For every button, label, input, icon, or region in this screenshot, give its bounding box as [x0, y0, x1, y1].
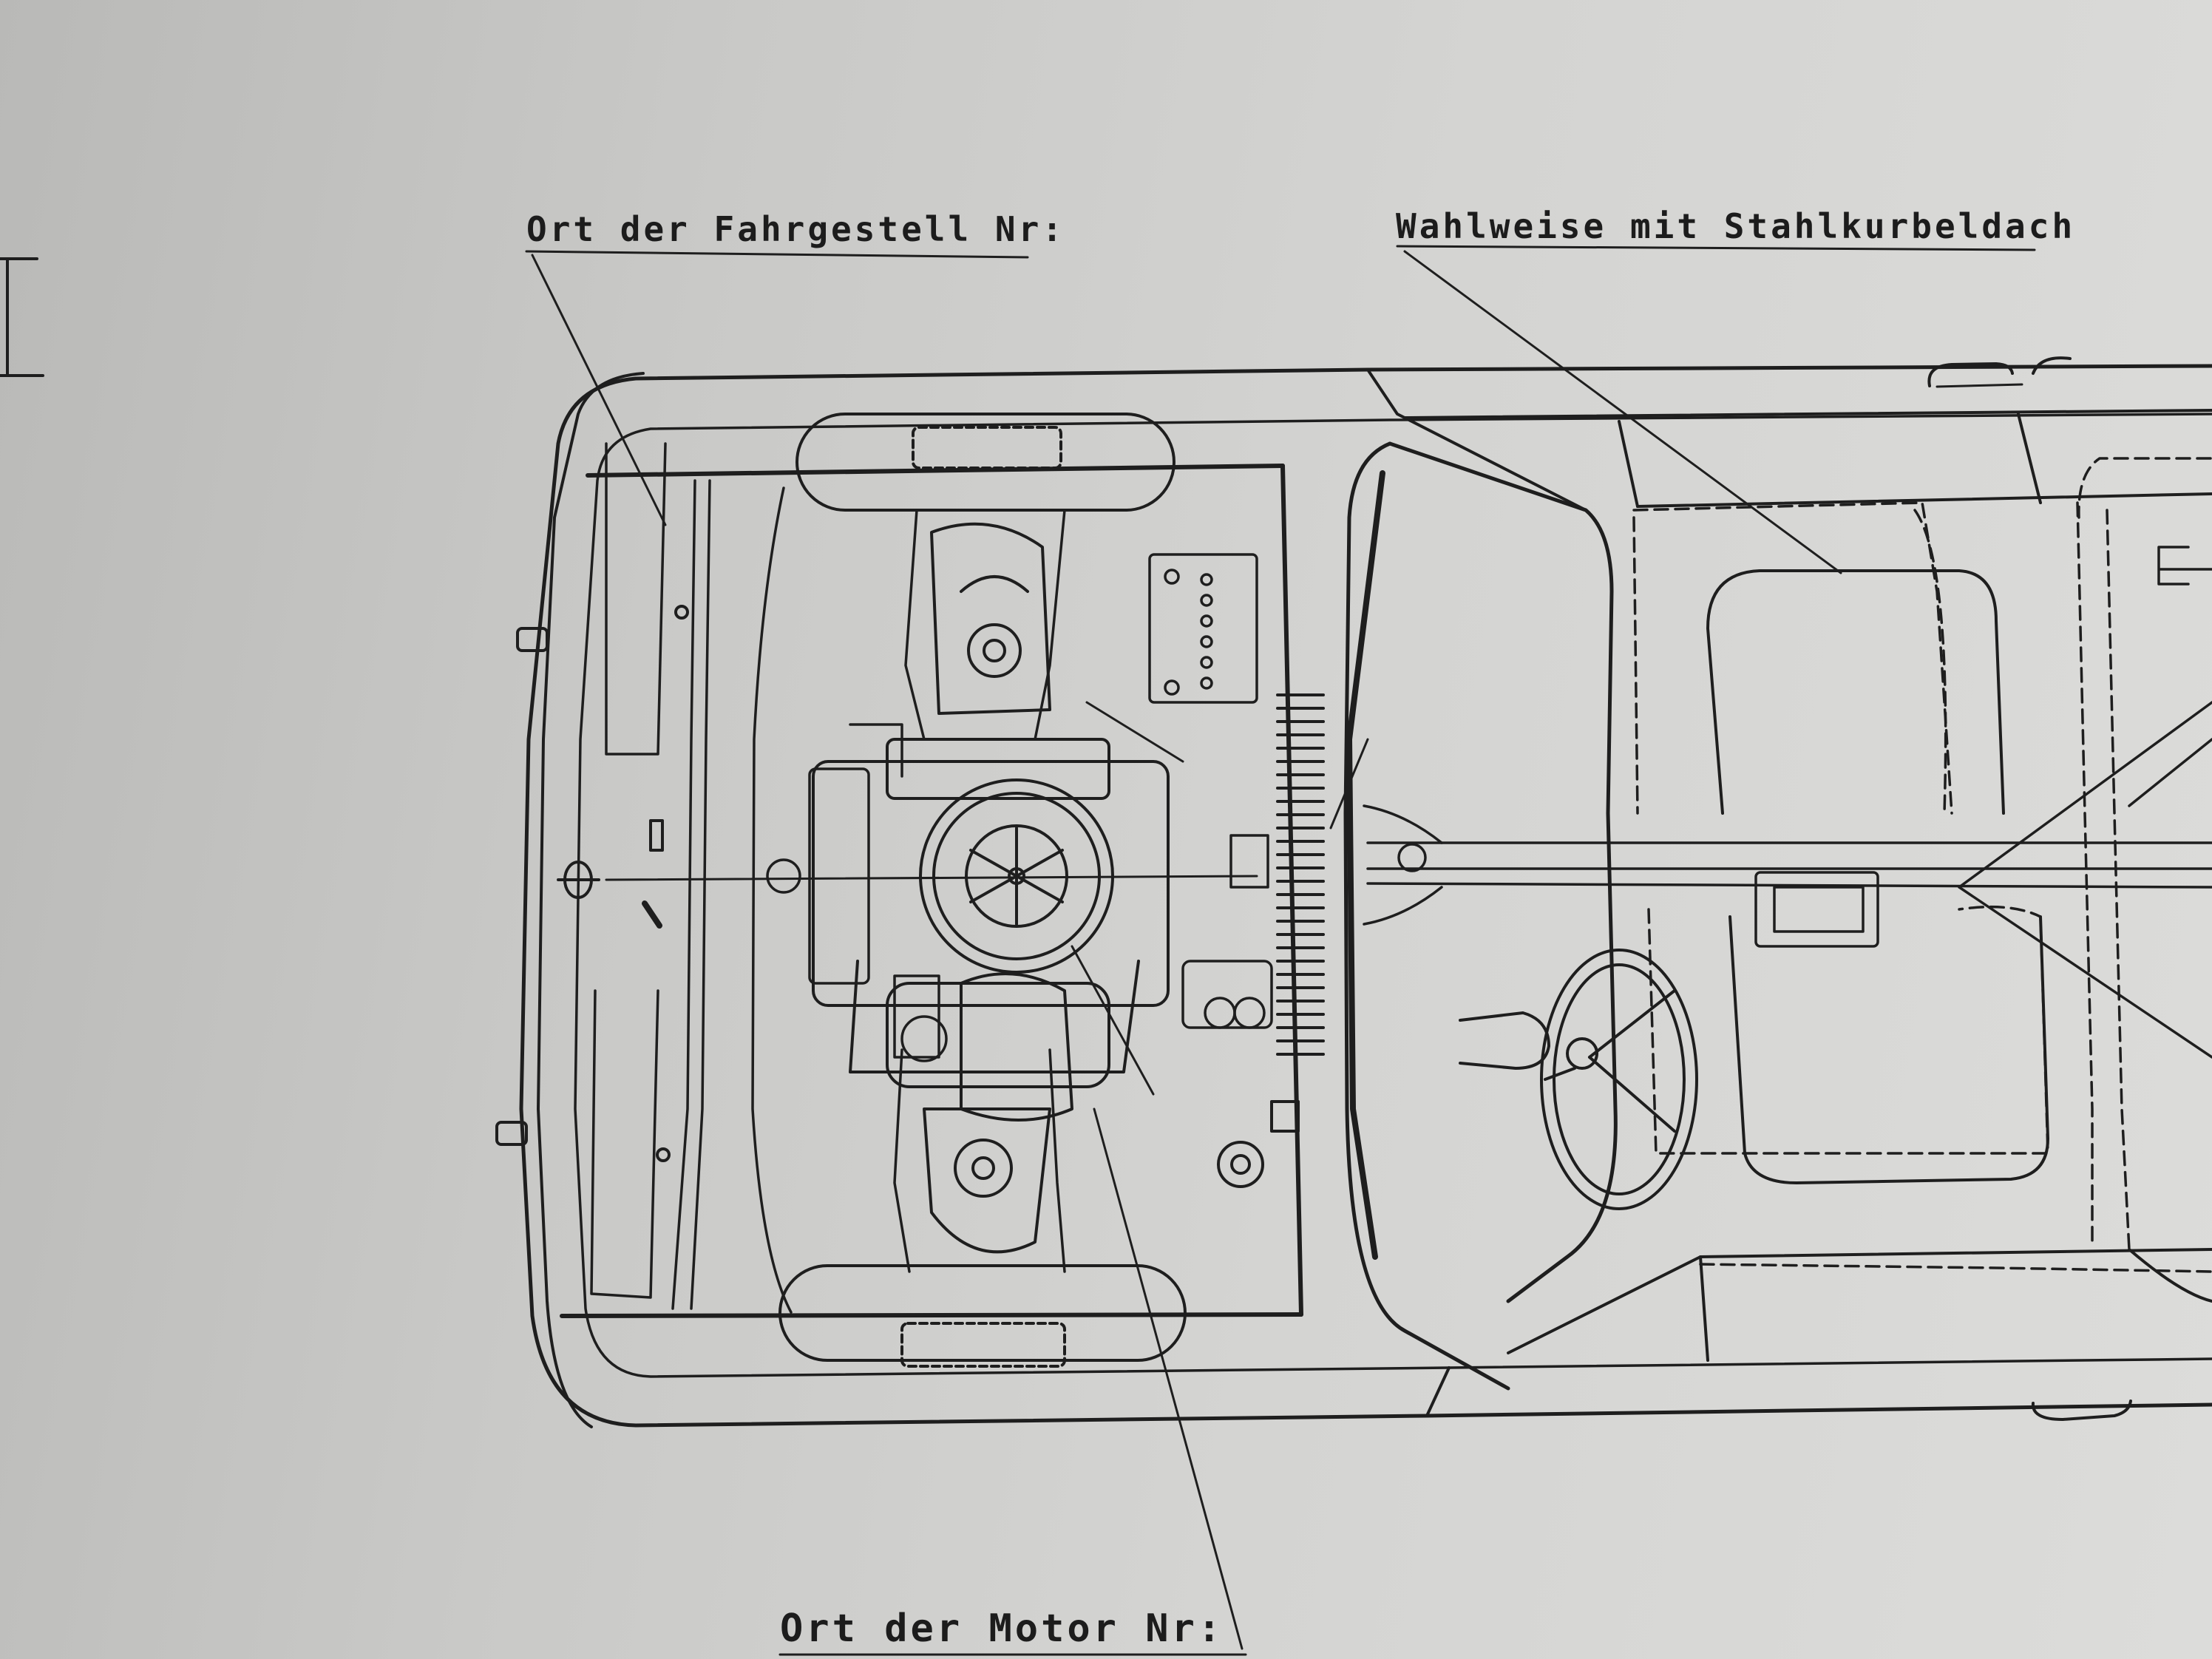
front-badge	[557, 605, 689, 1162]
dimension-mark	[0, 257, 44, 377]
cylinder-head-bottom	[923, 1107, 1051, 1254]
handbrake	[1754, 871, 1879, 948]
car-body-outline	[519, 364, 2212, 1428]
tire-bottom	[778, 1264, 1187, 1368]
transmission-parts	[893, 701, 1273, 1096]
center-tunnel	[1229, 804, 2212, 926]
label-engine-number-location: Ort der Motor Nr:	[780, 1607, 1224, 1651]
steering-wheel	[1459, 949, 1698, 1210]
wheel-wells	[590, 442, 667, 1299]
cylinder-head-top	[930, 522, 1051, 715]
frame-rails	[605, 479, 1258, 1314]
cooling-fan	[919, 778, 1114, 974]
radiator-grille	[1276, 693, 1325, 1056]
carburetor	[766, 723, 903, 985]
front-bumper	[495, 372, 645, 1428]
suspension-arms	[893, 509, 1066, 1273]
front-seats	[1632, 457, 2212, 1273]
seat-cushion	[1706, 569, 2049, 1184]
label-sunroof-option: Wahlweise mit Stahlkurbeldach	[1396, 206, 2076, 246]
engine-block	[812, 738, 1170, 1122]
floor-drain	[1217, 1100, 1300, 1188]
tire-top	[795, 413, 1175, 512]
door-handles	[1927, 356, 2132, 1421]
label-chassis-number-location: Ort der Fahrgestell Nr:	[526, 209, 1065, 249]
windshield-frame	[1329, 441, 1618, 1391]
roof-rails	[1366, 368, 2212, 1417]
label-leader-lines	[525, 245, 2036, 1656]
battery	[1148, 553, 1258, 704]
rear-bracing	[1958, 546, 2212, 1059]
front-axle-beams	[560, 464, 1303, 1318]
